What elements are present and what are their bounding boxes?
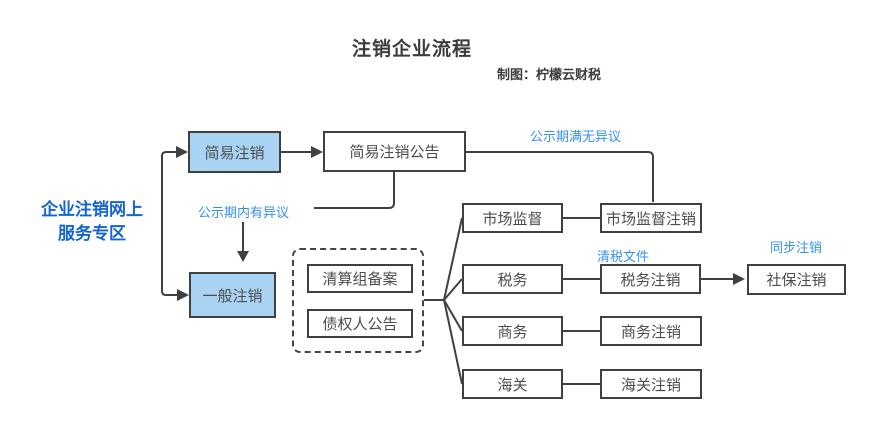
arrowhead-to-notice <box>311 146 323 158</box>
node-simple-deregistration: 简易注销 <box>188 131 281 173</box>
node-general-deregistration: 一般注销 <box>189 272 276 318</box>
portal-label-line1: 企业注销网上 <box>41 200 143 219</box>
node-market-regulation-cancel: 市场监督注销 <box>600 203 702 233</box>
page-title: 注销企业流程 <box>352 39 473 60</box>
edge-label-sync-cancel: 同步注销 <box>770 240 823 255</box>
node-customs: 海关 <box>462 369 563 399</box>
node-market-regulation: 市场监督 <box>462 203 563 233</box>
row-connectors <box>563 217 745 385</box>
portal-label-line2: 服务专区 <box>58 224 126 243</box>
no-objection-connector <box>466 151 654 202</box>
node-customs-cancel: 海关注销 <box>600 369 702 399</box>
fanout-connector <box>424 217 463 385</box>
portal-bracket-connector <box>161 146 189 301</box>
arrowhead-to-simple <box>176 146 188 158</box>
node-social-security-cancel: 社保注销 <box>747 264 846 295</box>
node-liquidation-filing: 清算组备案 <box>307 264 413 293</box>
node-creditor-notice: 债权人公告 <box>307 309 413 338</box>
simple-to-notice-connector <box>281 146 323 158</box>
edge-label-tax-clearance: 清税文件 <box>597 249 650 264</box>
arrowhead-down-to-general <box>237 251 249 262</box>
node-commerce: 商务 <box>462 316 563 346</box>
node-tax: 税务 <box>462 264 563 294</box>
arrowhead-to-general <box>177 289 189 301</box>
node-simple-deregistration-notice: 简易注销公告 <box>323 131 466 172</box>
credit-label: 制图：柠檬云财税 <box>497 67 602 82</box>
liquidation-group-box <box>292 248 424 353</box>
objection-connector <box>237 172 395 262</box>
edge-label-no-objection: 公示期满无异议 <box>530 129 622 144</box>
node-tax-cancel: 税务注销 <box>600 264 701 294</box>
node-commerce-cancel: 商务注销 <box>600 316 702 346</box>
portal-label: 企业注销网上 服务专区 <box>20 198 164 246</box>
arrowhead-to-social-security <box>733 273 745 285</box>
edge-label-objection: 公示期内有异议 <box>198 205 290 220</box>
